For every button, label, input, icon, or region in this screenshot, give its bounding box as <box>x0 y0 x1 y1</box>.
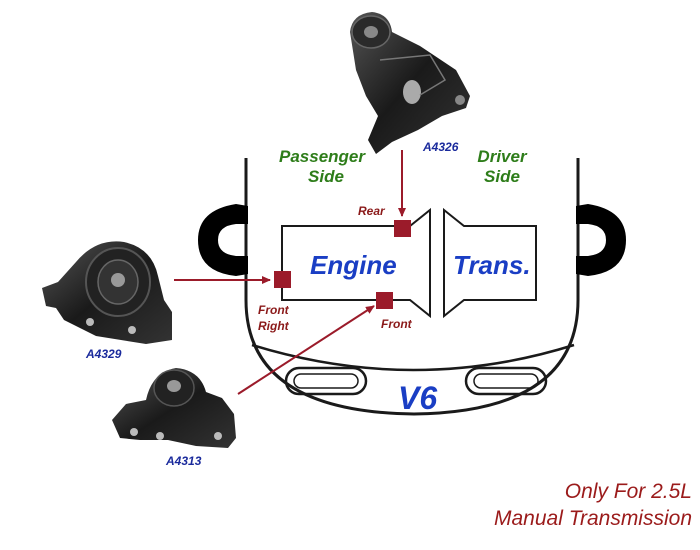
front-right-mount-label-line2: Right <box>258 319 290 333</box>
rear-mount-label: Rear <box>358 204 386 218</box>
application-note: Only For 2.5L Manual Transmission <box>494 478 692 532</box>
rear-mount-marker <box>394 220 411 237</box>
note-line-2: Manual Transmission <box>493 507 692 530</box>
engine-label: Engine <box>310 250 397 280</box>
arrow-to-front-mount <box>237 305 375 395</box>
driver-side-label-line1: Driver <box>477 147 528 166</box>
part-a4313-label: A4313 <box>165 454 202 468</box>
passenger-side-label-line2: Side <box>308 167 344 186</box>
transmission-block <box>443 207 537 319</box>
front-mount-label: Front <box>381 317 413 331</box>
left-wheel-arch <box>198 204 248 276</box>
mount-part-a4329 <box>42 241 172 344</box>
note-line-1: Only For 2.5L <box>564 480 692 503</box>
front-right-mount-marker <box>274 271 291 288</box>
part-a4329-label: A4329 <box>85 347 122 361</box>
v6-label: V6 <box>398 380 437 416</box>
mount-part-a4313 <box>112 368 236 448</box>
mount-part-a4326 <box>350 12 470 154</box>
front-grille <box>284 366 548 396</box>
front-mount-marker <box>376 292 393 309</box>
front-right-mount-label-line1: Front <box>258 303 290 317</box>
passenger-side-label-line1: Passenger <box>279 147 366 166</box>
driver-side-label-line2: Side <box>484 167 520 186</box>
part-a4326-label: A4326 <box>422 140 459 154</box>
trans-label: Trans. <box>453 250 531 280</box>
right-wheel-arch <box>576 204 626 276</box>
